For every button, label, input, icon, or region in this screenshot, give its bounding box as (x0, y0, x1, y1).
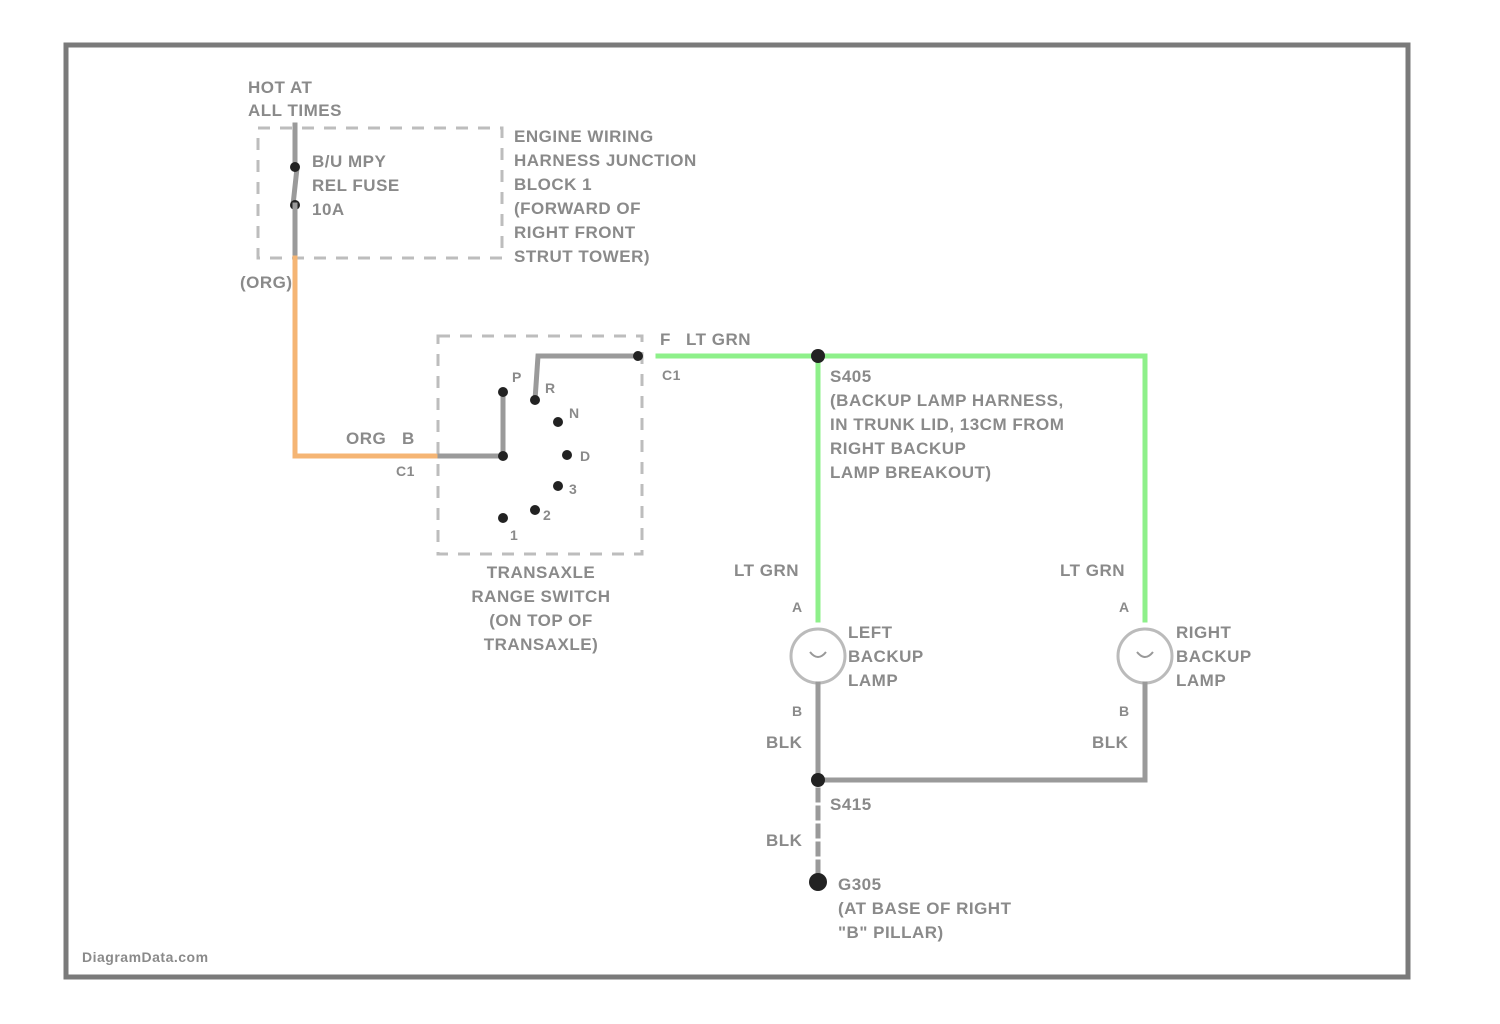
splice-s415 (811, 773, 825, 787)
left-lamp-pin-b: B (792, 703, 803, 719)
switch-pos-1: 1 (510, 527, 518, 543)
switch-output-pin: F (660, 330, 671, 349)
switch-input-wire-label: ORG (346, 429, 386, 448)
blk-ground-wire (818, 684, 1145, 780)
ground-label-1: G305 (838, 875, 882, 894)
switch-label-2: RANGE SWITCH (471, 587, 610, 606)
switch-output-terminal (633, 351, 643, 361)
right-lamp-label-3: LAMP (1176, 671, 1226, 690)
switch-label-4: TRANSAXLE) (484, 635, 599, 654)
left-lamp-label-3: LAMP (848, 671, 898, 690)
splice-top-label-4: RIGHT BACKUP (830, 439, 966, 458)
right-lamp-label-1: RIGHT (1176, 623, 1232, 642)
org-wire (295, 258, 436, 456)
ground-label-3: "B" PILLAR) (838, 923, 944, 942)
power-label-2: ALL TIMES (248, 101, 342, 120)
power-label-1: HOT AT (248, 78, 312, 97)
splice-top-label-1: S405 (830, 367, 872, 386)
switch-pos-n: N (569, 405, 580, 421)
right-lamp-pin-b: B (1119, 703, 1130, 719)
switch-pos-p: P (512, 369, 522, 385)
switch-output-wire-label: LT GRN (686, 330, 751, 349)
switch-label-1: TRANSAXLE (487, 563, 595, 582)
switch-contact-r (530, 395, 540, 405)
switch-pos-2: 2 (543, 507, 551, 523)
switch-contact-n (553, 417, 563, 427)
left-lamp-wire-out: BLK (766, 733, 803, 752)
switch-pos-r: R (545, 380, 556, 396)
switch-common-wire (440, 392, 503, 456)
right-lamp-filament (1137, 652, 1153, 657)
switch-input-pin: B (402, 429, 415, 448)
switch-label-3: (ON TOP OF (489, 611, 593, 630)
left-lamp-pin-a: A (792, 599, 803, 615)
switch-pos-3: 3 (569, 481, 577, 497)
splice-top-label-2: (BACKUP LAMP HARNESS, (830, 391, 1064, 410)
switch-contact-p (498, 387, 508, 397)
junction-label-5: RIGHT FRONT (514, 223, 636, 242)
junction-label-6: STRUT TOWER) (514, 247, 650, 266)
left-lamp-label-2: BACKUP (848, 647, 924, 666)
right-lamp-pin-a: A (1119, 599, 1130, 615)
splice-top-label-3: IN TRUNK LID, 13CM FROM (830, 415, 1064, 434)
fuse-terminal-top (290, 162, 300, 172)
left-lamp-wire-in: LT GRN (734, 561, 799, 580)
splice-s405 (811, 349, 825, 363)
fuse-element (293, 168, 297, 205)
right-lamp-wire-in: LT GRN (1060, 561, 1125, 580)
left-lamp-label-1: LEFT (848, 623, 893, 642)
switch-contact-d (562, 450, 572, 460)
switch-pos-d: D (580, 448, 591, 464)
switch-contact-3 (553, 481, 563, 491)
ground-label-2: (AT BASE OF RIGHT (838, 899, 1012, 918)
junction-label-2: HARNESS JUNCTION (514, 151, 697, 170)
splice-top-label-5: LAMP BREAKOUT) (830, 463, 992, 482)
diagram-frame (66, 45, 1408, 977)
switch-output-connector: C1 (662, 367, 681, 383)
ground-wire-label: BLK (766, 831, 803, 850)
org-wire-label: (ORG) (240, 273, 293, 292)
fuse-label-3: 10A (312, 200, 345, 219)
watermark: DiagramData.com (82, 949, 209, 965)
switch-pivot (498, 451, 508, 461)
fuse-label-2: REL FUSE (312, 176, 400, 195)
splice-bottom-label: S415 (830, 795, 872, 814)
junction-label-3: BLOCK 1 (514, 175, 592, 194)
switch-input-connector: C1 (396, 463, 415, 479)
range-switch-outline (438, 336, 642, 554)
junction-label-4: (FORWARD OF (514, 199, 641, 218)
right-lamp-wire-out: BLK (1092, 733, 1129, 752)
switch-contact-1 (498, 513, 508, 523)
switch-contact-2 (530, 505, 540, 515)
left-lamp-filament (810, 652, 826, 657)
fuse-label-1: B/U MPY (312, 152, 387, 171)
ground-g305-icon (809, 873, 827, 891)
right-lamp-label-2: BACKUP (1176, 647, 1252, 666)
junction-label-1: ENGINE WIRING (514, 127, 654, 146)
